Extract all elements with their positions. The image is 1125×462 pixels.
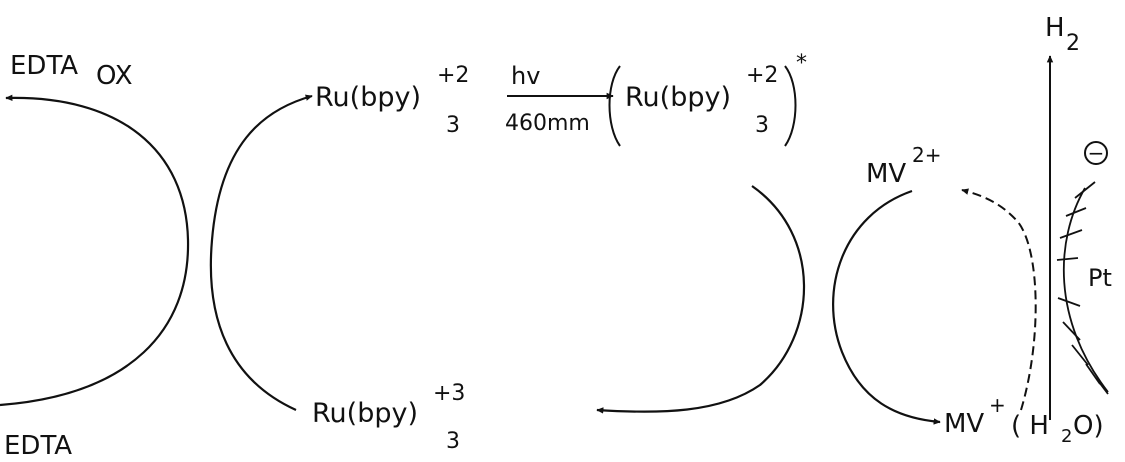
electron-transfer-arc [596,185,806,414]
water-subscript: 2 [1061,426,1072,447]
water-label-open: ( H [1011,411,1049,441]
edta-label: EDTA [4,431,72,461]
ru-ground-subscript: 3 [446,113,460,138]
edta-oxidation-arc [0,94,190,407]
mv-plus-label: MV [944,409,984,439]
excited-close-paren [784,65,797,147]
pt-label: Pt [1088,264,1112,292]
mv-2plus-label: MV [866,159,906,189]
h2-label: H [1045,13,1065,43]
excited-state-star: * [796,51,807,76]
wavelength-label: 460mm [505,111,590,136]
ru-oxidized-subscript: 3 [446,429,460,454]
viologen-reoxidation-arc [961,188,1037,411]
ru-ground-label: Ru(bpy) [315,82,421,113]
excited-open-paren [608,65,621,147]
ru-excited-label: Ru(bpy) [625,82,731,113]
ru-excited-subscript: 3 [755,113,769,138]
pt-electrode [1056,181,1109,395]
ru-oxidized-label: Ru(bpy) [312,398,418,429]
mv-2plus-charge: 2+ [912,143,941,167]
edta-ox-suffix: OX [96,61,133,91]
h2-subscript: 2 [1066,31,1080,56]
ru-oxidized-charge: +3 [433,381,465,406]
water-label-close: O) [1073,411,1104,441]
negative-charge-sign: − [1088,141,1105,165]
ru-reduction-arc [209,94,313,412]
ru-ground-charge: +2 [437,63,469,88]
viologen-reduction-arc [832,189,941,425]
light-energy-label: hv [511,62,540,90]
negative-charge-icon [1084,141,1108,165]
ru-excited-charge: +2 [746,63,778,88]
mv-plus-charge: + [989,393,1006,417]
edta-ox-label: EDTA [10,51,78,81]
